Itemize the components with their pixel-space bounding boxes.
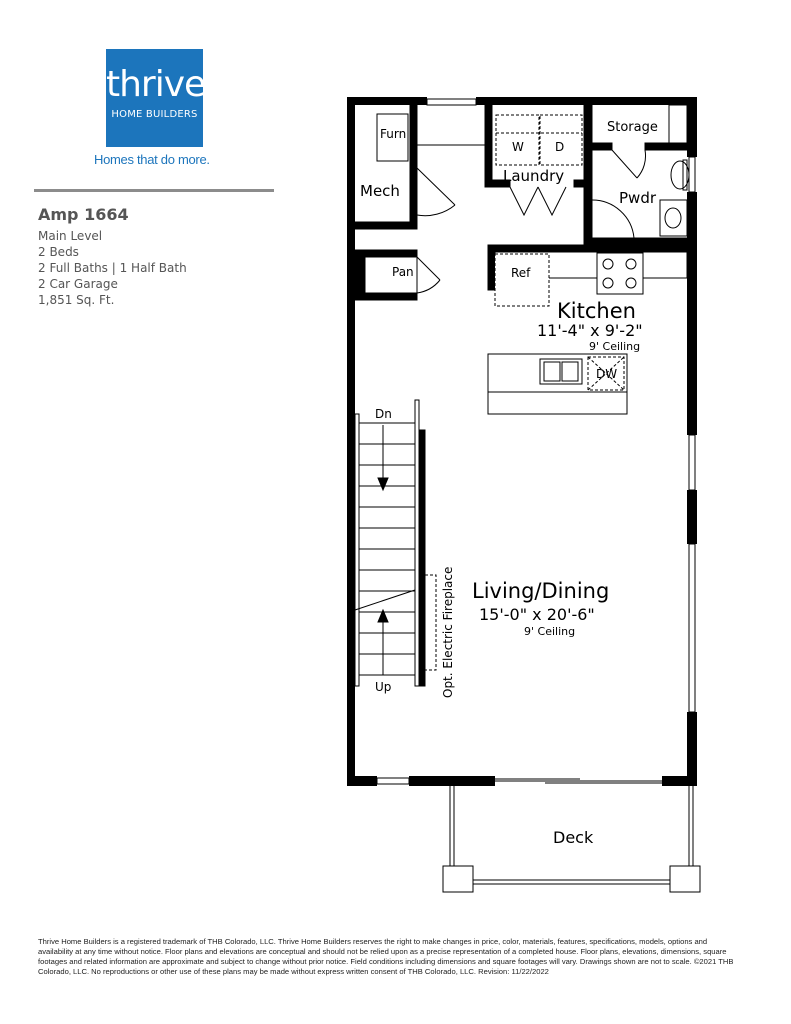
furn-label: Furn	[380, 127, 406, 141]
detail-garage: 2 Car Garage	[38, 277, 118, 291]
living-ceiling: 9' Ceiling	[524, 625, 575, 638]
pantry	[354, 249, 441, 301]
fireplace-label: Opt. Electric Fireplace	[441, 567, 455, 698]
dryer-label: D	[555, 140, 564, 154]
mech-room	[354, 104, 485, 230]
kitchen-cabinets	[487, 244, 688, 415]
storage-powder	[591, 104, 690, 246]
living-label: Living/Dining	[472, 579, 609, 603]
detail-beds: 2 Beds	[38, 245, 79, 259]
ref-label: Ref	[511, 266, 531, 280]
laundry-label: Laundry	[503, 167, 564, 185]
kitchen-ceiling: 9' Ceiling	[589, 340, 640, 353]
logo-subtitle: HOME BUILDERS	[111, 109, 198, 120]
living-dims: 15'-0" x 20'-6"	[479, 605, 595, 624]
pan-label: Pan	[392, 265, 414, 279]
washer-label: W	[512, 140, 524, 154]
divider	[34, 189, 274, 192]
plan-details: Main Level 2 Beds 2 Full Baths | 1 Half …	[38, 228, 187, 308]
storage-label: Storage	[607, 120, 658, 135]
deck-label: Deck	[553, 828, 594, 847]
stair-down-label: Dn	[375, 407, 392, 421]
logo-word: thrive	[106, 64, 206, 105]
kitchen-label: Kitchen	[557, 299, 636, 323]
detail-baths: 2 Full Baths | 1 Half Bath	[38, 261, 187, 275]
disclaimer: Thrive Home Builders is a registered tra…	[38, 937, 734, 976]
stair-up-label: Up	[375, 680, 391, 694]
deck	[442, 786, 701, 893]
stairs	[354, 399, 437, 687]
mech-label: Mech	[360, 182, 400, 200]
pwdr-label: Pwdr	[619, 189, 657, 207]
tagline: Homes that do more.	[94, 152, 210, 167]
dw-label: DW	[596, 367, 617, 381]
plan-name: Amp 1664	[38, 205, 129, 224]
thrive-logo: thrive HOME BUILDERS	[106, 49, 206, 147]
exterior-walls	[347, 97, 697, 786]
detail-level: Main Level	[38, 229, 103, 243]
detail-sqft: 1,851 Sq. Ft.	[38, 293, 115, 307]
kitchen-dims: 11'-4" x 9'-2"	[537, 321, 643, 340]
